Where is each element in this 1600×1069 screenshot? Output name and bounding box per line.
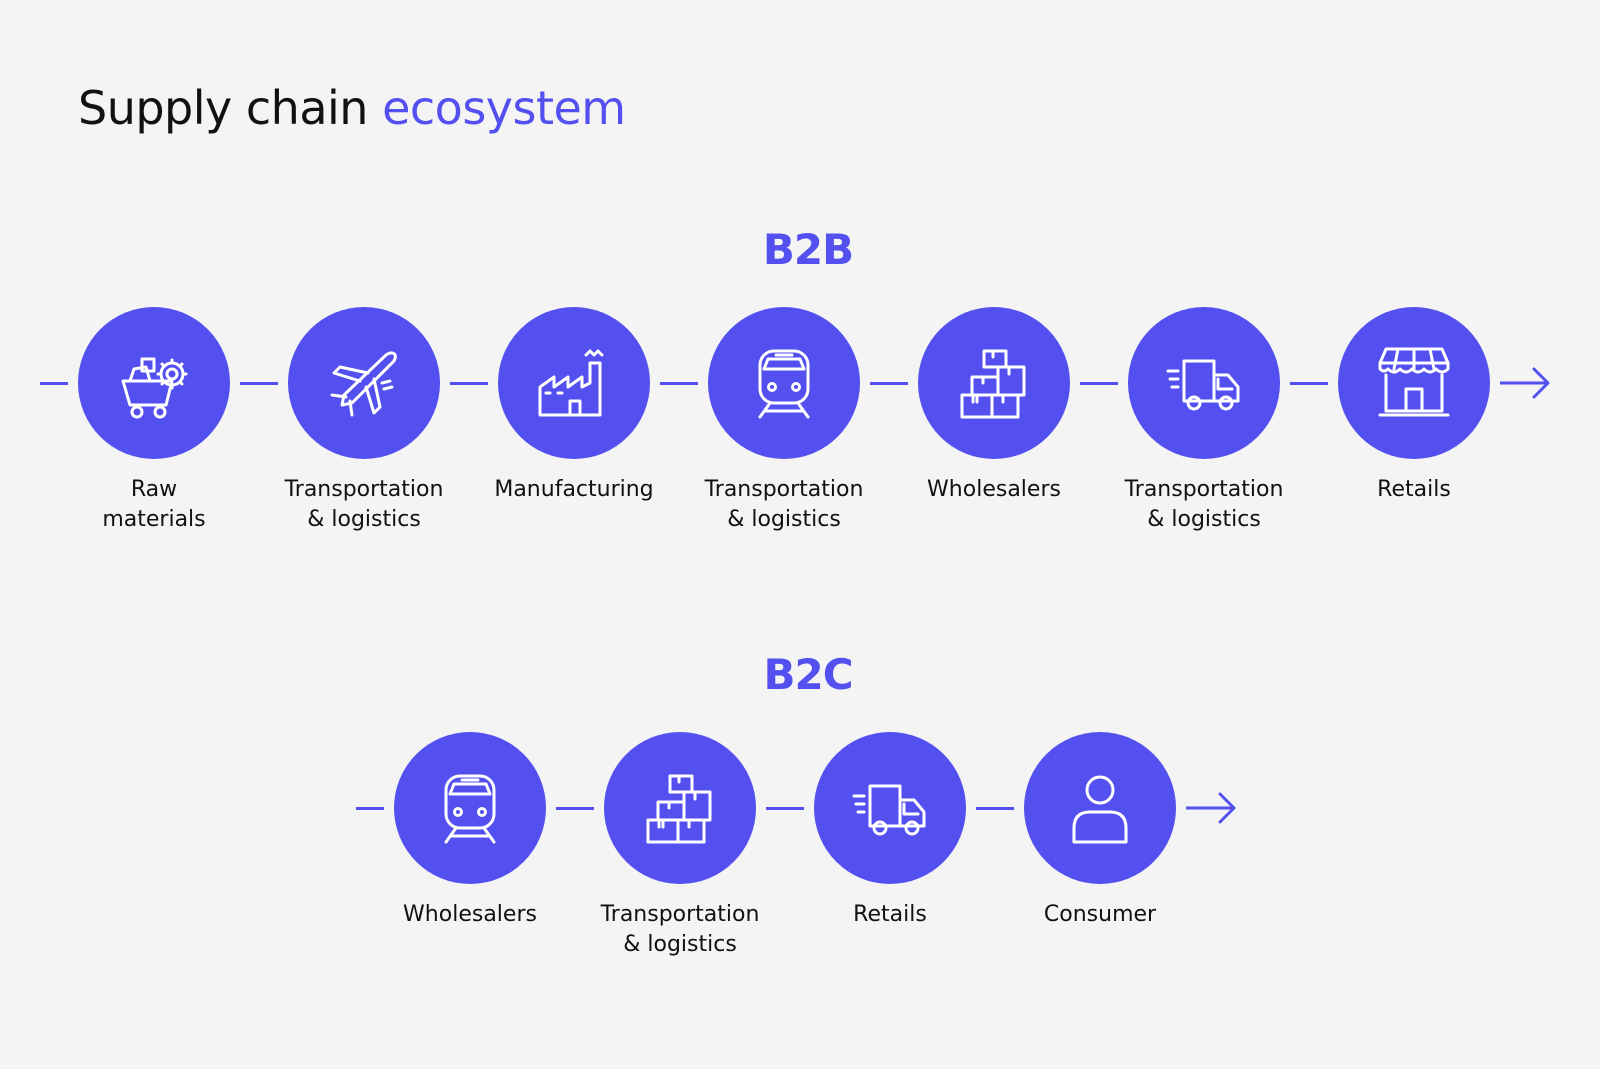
b2c-step-4-label: Consumer (1043, 902, 1157, 927)
person-icon (1072, 775, 1128, 844)
b2c-connector-2 (766, 806, 804, 810)
b2c-step-1-circle (394, 732, 546, 884)
b2b-step-1-label: Raw materials (102, 477, 206, 532)
b2c-step-3-label: Retails (853, 902, 927, 927)
b2b-step-6-label: Transportation & logistics (1124, 477, 1284, 532)
boxes-icon (646, 774, 712, 844)
b2c-connector-3 (976, 806, 1014, 810)
b2b-step-3-circle (498, 307, 650, 459)
b2b-step-5-circle (918, 307, 1070, 459)
b2c-step-2-label: Transportation & logistics (600, 902, 760, 957)
b2c-step-2-circle (604, 732, 756, 884)
b2b-connector-4 (870, 381, 908, 385)
page-title: Supply chain ecosystem (78, 78, 626, 138)
b2b-step-2-circle (288, 307, 440, 459)
storefront-icon (1378, 347, 1450, 417)
boxes-icon (960, 349, 1026, 419)
section-label-b2b: B2B (762, 225, 854, 274)
b2c-step-4-circle (1024, 732, 1176, 884)
b2b-connector-1 (240, 381, 278, 385)
b2b-step-7-circle (1338, 307, 1490, 459)
b2b-connector-start (40, 381, 68, 385)
b2b-step-3-label: Manufacturing (494, 477, 654, 502)
title-highlight: ecosystem (382, 81, 626, 135)
title-prefix: Supply chain (78, 81, 383, 135)
truck-icon (1166, 359, 1240, 411)
b2b-end-arrow-icon (1500, 367, 1550, 399)
airplane-icon (330, 351, 397, 417)
b2b-step-4-label: Transportation & logistics (704, 477, 864, 532)
b2c-end-arrow-icon (1186, 792, 1236, 824)
b2c-step-3-circle (814, 732, 966, 884)
train-icon (444, 774, 496, 844)
truck-icon (852, 784, 926, 836)
b2b-step-4-circle (708, 307, 860, 459)
mining-cart-icon (121, 357, 188, 419)
b2c-connector-1 (556, 806, 594, 810)
b2b-step-6-circle (1128, 307, 1280, 459)
factory-icon (538, 349, 604, 417)
b2b-connector-6 (1290, 381, 1328, 385)
b2c-connector-start (356, 806, 384, 810)
section-label-b2c: B2C (763, 650, 853, 699)
train-icon (758, 349, 810, 419)
b2b-connector-2 (450, 381, 488, 385)
b2b-connector-3 (660, 381, 698, 385)
b2c-step-1-label: Wholesalers (403, 902, 537, 927)
b2b-step-7-label: Retails (1377, 477, 1451, 502)
b2b-connector-5 (1080, 381, 1118, 385)
b2b-step-5-label: Wholesalers (927, 477, 1061, 502)
b2b-step-1-circle (78, 307, 230, 459)
b2b-step-2-label: Transportation & logistics (284, 477, 444, 532)
